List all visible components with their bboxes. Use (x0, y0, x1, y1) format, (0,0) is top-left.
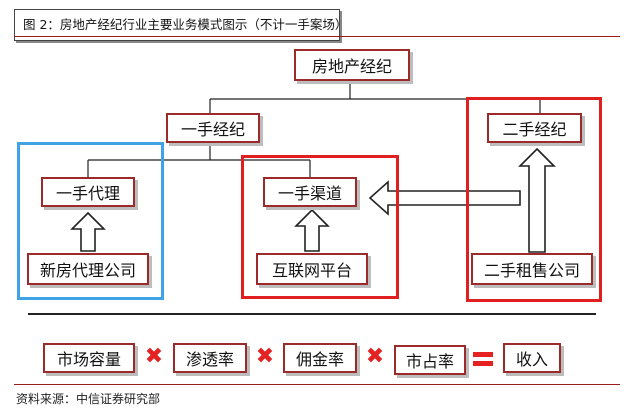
group-second-hand (466, 97, 602, 302)
node-second-hand-brokerage: 二手经纪 (487, 113, 582, 143)
node-first-hand-brokerage: 一手经纪 (166, 113, 260, 143)
equals-sign (473, 352, 493, 366)
node-real-estate-brokerage: 房地产经纪 (294, 49, 410, 81)
figure-caption: 图 2：房地产经纪行业主要业务模式图示（不计一手案场） (14, 9, 347, 41)
node-new-house-agency-company: 新房代理公司 (27, 253, 149, 285)
node-second-hand-rental-sales-company: 二手租售公司 (471, 253, 593, 285)
arrow-up-agency (70, 211, 106, 252)
formula-term-market-share: 市占率 (394, 345, 466, 375)
footer-rule (14, 384, 620, 385)
multiply-sign-1: ✖ (144, 344, 164, 369)
formula-result-revenue: 收入 (503, 343, 561, 373)
multiply-sign-3: ✖ (365, 344, 385, 369)
formula-term-penetration-rate: 渗透率 (173, 343, 247, 373)
header-rule (14, 36, 620, 37)
formula-term-market-size: 市场容量 (43, 343, 135, 373)
node-internet-platform: 互联网平台 (256, 253, 368, 285)
source-note: 资料来源：中信证券研究部 (16, 392, 161, 406)
node-first-hand-channel: 一手渠道 (263, 177, 357, 207)
formula-term-commission-rate: 佣金率 (283, 343, 357, 373)
group-new-house-agency (17, 142, 164, 300)
arrow-up-second-hand (518, 147, 556, 253)
arrow-up-internet (294, 208, 330, 252)
multiply-sign-2: ✖ (255, 344, 275, 369)
group-internet-platform (241, 155, 399, 299)
section-divider (28, 313, 596, 315)
arrow-left-to-channel (368, 180, 521, 216)
node-first-hand-agency: 一手代理 (41, 177, 135, 207)
